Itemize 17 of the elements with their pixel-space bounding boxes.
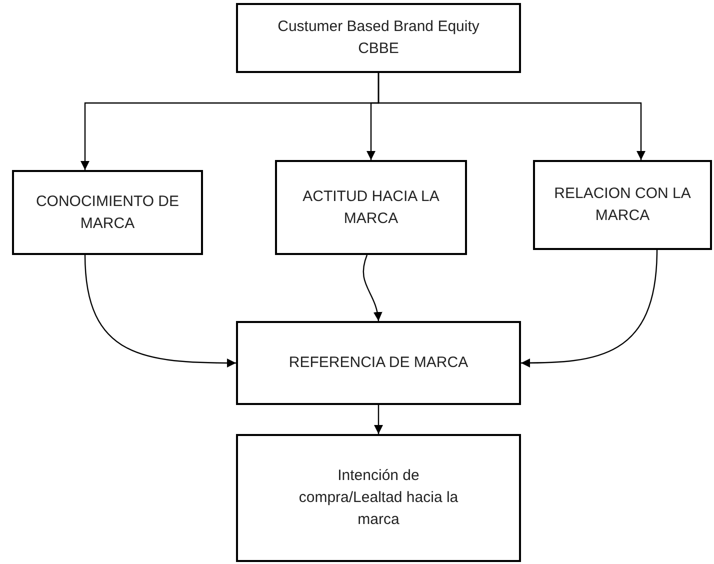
process-box	[12, 170, 203, 255]
process-box	[236, 3, 521, 73]
process-box	[236, 434, 521, 562]
process-box	[533, 160, 712, 250]
box-label: CONOCIMIENTO DE MARCA	[34, 192, 180, 234]
box-label: RELACION CON LA MARCA	[553, 184, 692, 226]
box-label: Intención de compra/Lealtad hacia la marca	[298, 466, 460, 530]
process-box	[236, 321, 521, 405]
arrow	[362, 254, 382, 322]
arrow	[84, 254, 236, 368]
arrow	[378, 73, 646, 160]
box-label: REFERENCIA DE MARCA	[288, 353, 468, 374]
box-label: ACTITUD HACIA LA MARCA	[302, 186, 440, 228]
box-label: Custumer Based Brand Equity CBBE	[276, 17, 480, 59]
arrow	[374, 405, 383, 434]
arrow	[521, 250, 658, 368]
process-box	[275, 160, 467, 255]
